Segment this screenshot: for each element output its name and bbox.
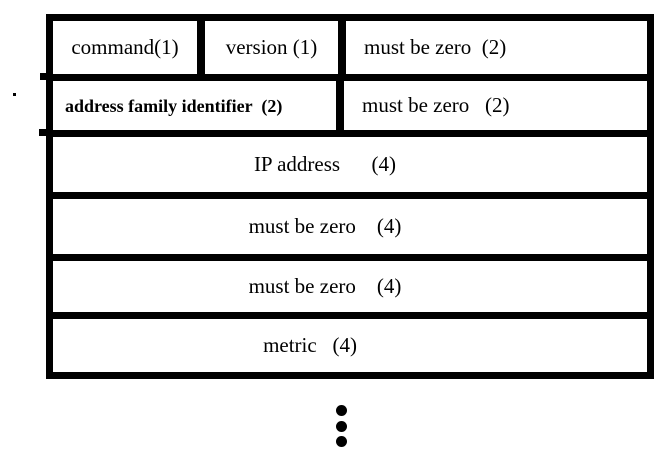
vertical-ellipsis-dot (336, 436, 347, 447)
field-version-label: version (1) (225, 35, 318, 59)
table-row: metric (4) (53, 319, 647, 372)
vertical-ellipsis-dot (336, 421, 347, 432)
table-row: must be zero (4) (53, 199, 647, 254)
field-must-be-zero-16-label: must be zero (2) (364, 35, 507, 59)
field-must-be-zero-16: must be zero (2) (346, 21, 647, 74)
field-must-be-zero-16b: must be zero (2) (344, 81, 647, 130)
packet-format-table: command(1) version (1) must be zero (2) … (46, 14, 654, 379)
field-metric: metric (4) (53, 319, 647, 372)
field-metric-label: metric (4) (263, 333, 357, 357)
field-version: version (1) (205, 21, 338, 74)
stray-dot-mark (13, 93, 16, 96)
field-command: command(1) (53, 21, 197, 74)
field-address-family-identifier: address family identifier (2) (53, 81, 336, 130)
row-divider-overshoot-mark (40, 73, 48, 80)
field-ip-address-label: IP address (4) (253, 152, 397, 176)
table-row: must be zero (4) (53, 261, 647, 312)
field-must-be-zero-32a: must be zero (4) (53, 199, 647, 254)
field-must-be-zero-32a-label: must be zero (4) (248, 214, 402, 238)
table-row: command(1) version (1) must be zero (2) (53, 21, 647, 74)
field-address-family-identifier-label: address family identifier (2) (65, 95, 283, 116)
field-command-label: command(1) (71, 35, 179, 59)
row-divider-overshoot-mark (39, 129, 48, 136)
table-row: address family identifier (2) must be ze… (53, 81, 647, 130)
field-must-be-zero-32b-label: must be zero (4) (248, 274, 402, 298)
field-ip-address: IP address (4) (53, 137, 647, 192)
field-must-be-zero-32b: must be zero (4) (53, 261, 647, 312)
vertical-ellipsis-dot (336, 405, 347, 416)
field-must-be-zero-16b-label: must be zero (2) (362, 93, 510, 117)
table-row: IP address (4) (53, 137, 647, 192)
